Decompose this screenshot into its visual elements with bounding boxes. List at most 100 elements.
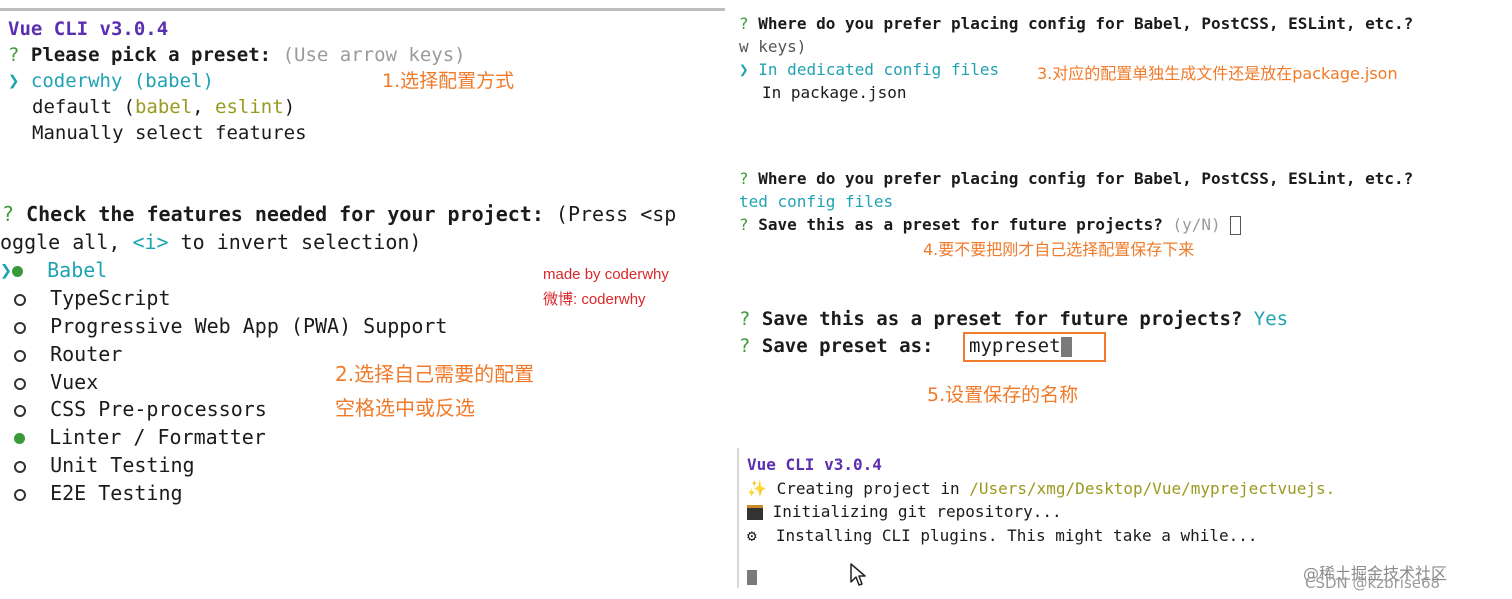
feature-pwa[interactable]: Progressive Web App (PWA) Support [14, 314, 447, 338]
question-mark: ? [739, 308, 751, 330]
unchecked-circle-icon [14, 404, 26, 417]
annotation-2a: 2.选择自己需要的配置 [335, 362, 535, 386]
feature-router[interactable]: Router [14, 342, 122, 366]
preset-option-default[interactable]: default (babel, eslint) [32, 96, 295, 118]
text: Installing CLI plugins. This might take … [775, 526, 1258, 545]
placing-question: Where do you prefer placing config for B… [758, 169, 1414, 188]
annotation-2b: 空格选中或反选 [335, 396, 475, 420]
pointer-icon: ❯ [739, 60, 749, 79]
save-question-line: ? Save this as a preset for future proje… [739, 215, 1242, 235]
preset-option-coderwhy[interactable]: ❯ coderwhy (babel) [8, 70, 214, 92]
text: E2E Testing [50, 481, 183, 505]
text: mypreset [969, 335, 1061, 357]
watermark-csdn: CSDN @kzbrise68 [1305, 574, 1441, 592]
annotation-3: 3.对应的配置单独生成文件还是放在package.json [1037, 64, 1398, 83]
pointer-icon: ❯ [0, 258, 13, 282]
question-mark: ? [739, 169, 749, 188]
text: Babel [47, 258, 108, 282]
features-hint: (Press <sp [555, 202, 677, 226]
question-mark: ? [8, 44, 20, 66]
right-terminal-pane: ? Where do you prefer placing config for… [725, 0, 1512, 599]
annotation-5: 5.设置保存的名称 [927, 384, 1079, 406]
features-prompt-line: ? Check the features needed for your pro… [2, 202, 676, 226]
save-as-line: ? Save preset as: [739, 335, 934, 357]
preset-name-value: mypreset [969, 335, 1072, 357]
text-cursor[interactable] [1230, 216, 1242, 235]
text: In dedicated config files [758, 60, 1000, 79]
question-mark: ? [2, 202, 15, 226]
placing-answer: ted config files [739, 192, 894, 211]
pointer-icon: ❯ [8, 70, 20, 92]
sparkles-icon: ✨ [747, 479, 767, 498]
cli-title-2: Vue CLI v3.0.4 [747, 455, 882, 474]
text: Progressive Web App (PWA) Support [50, 314, 448, 338]
text: <i> [132, 230, 169, 254]
preset-option-manual[interactable]: Manually select features [32, 122, 307, 144]
window-top-bar [0, 8, 725, 11]
feature-unit-testing[interactable]: Unit Testing [14, 453, 195, 477]
placing-option-dedicated[interactable]: ❯ In dedicated config files [739, 60, 999, 79]
watermark-juejin: @稀土掘金技术社区 [1303, 564, 1448, 583]
text: to invert selection) [168, 230, 422, 254]
question-mark: ? [739, 14, 749, 33]
gear-icon: ⚙ [747, 526, 757, 545]
unchecked-circle-icon [14, 293, 26, 306]
terminal-icon [747, 505, 763, 520]
text: /Users/xmg/Desktop/Vue/myprejectvuejs. [969, 479, 1336, 498]
question-mark: ? [739, 335, 751, 357]
text: Linter / Formatter [49, 425, 266, 449]
text: oggle all, [0, 230, 133, 254]
text: Unit Testing [50, 453, 195, 477]
text: TypeScript [50, 286, 171, 310]
placing-question-line: ? Where do you prefer placing config for… [739, 14, 1413, 33]
preset-name-input[interactable] [963, 332, 1106, 362]
annotation-4: 4.要不要把刚才自己选择配置保存下来 [923, 240, 1195, 259]
text: babel [134, 96, 193, 118]
text: Router [50, 342, 123, 366]
feature-css-preprocessors[interactable]: CSS Pre-processors [14, 397, 267, 421]
unchecked-circle-icon [14, 377, 26, 390]
preset-option-label: coderwhy (babel) [30, 70, 214, 92]
features-hint-line2: oggle all, <i> to invert selection) [0, 230, 421, 254]
save-question-line-2: ? Save this as a preset for future proje… [739, 308, 1288, 330]
text: ) [283, 96, 296, 118]
terminal-cursor [747, 570, 757, 585]
unchecked-circle-icon [14, 321, 26, 334]
checked-circle-icon [12, 266, 24, 277]
text: Creating project in [776, 479, 970, 498]
save-answer: Yes [1253, 308, 1289, 330]
mouse-pointer-icon [850, 563, 866, 586]
save-as-question: Save preset as: [761, 335, 934, 357]
unchecked-circle-icon [14, 460, 26, 473]
question-mark: ? [739, 215, 749, 234]
preset-prompt: Please pick a preset: [30, 44, 272, 66]
text: default ( [32, 96, 135, 118]
save-hint: (y/N) [1172, 215, 1221, 234]
preset-hint: (Use arrow keys) [282, 44, 466, 66]
feature-e2e-testing[interactable]: E2E Testing [14, 481, 183, 505]
left-terminal-pane: Vue CLI v3.0.4 ? Please pick a preset: (… [0, 0, 725, 599]
unchecked-circle-icon [14, 488, 26, 501]
cli-title: Vue CLI v3.0.4 [8, 18, 169, 40]
installing-line: ⚙ Installing CLI plugins. This might tak… [747, 526, 1258, 545]
placing-question-line-2: ? Where do you prefer placing config for… [739, 169, 1413, 188]
save-question: Save this as a preset for future project… [758, 215, 1163, 234]
text: Initializing git repository... [772, 502, 1062, 521]
feature-babel[interactable]: ❯ Babel [0, 258, 107, 282]
placing-option-package-json[interactable]: In package.json [762, 83, 907, 102]
annotation-1: 1.选择配置方式 [382, 70, 515, 92]
terminal-divider [737, 448, 739, 588]
text: , [192, 96, 216, 118]
text: eslint [215, 96, 284, 118]
made-by-label: made by coderwhy [543, 266, 669, 283]
feature-linter[interactable]: Linter / Formatter [14, 425, 266, 449]
text-cursor [1060, 336, 1072, 357]
feature-vuex[interactable]: Vuex [14, 370, 98, 394]
feature-typescript[interactable]: TypeScript [14, 286, 171, 310]
text: CSS Pre-processors [50, 397, 267, 421]
placing-hint: w keys) [739, 37, 807, 56]
features-prompt: Check the features needed for your proje… [26, 202, 544, 226]
init-git-line: Initializing git repository... [747, 502, 1062, 521]
preset-prompt-line: ? Please pick a preset: (Use arrow keys) [8, 44, 466, 66]
weibo-label: 微博: coderwhy [543, 291, 646, 308]
